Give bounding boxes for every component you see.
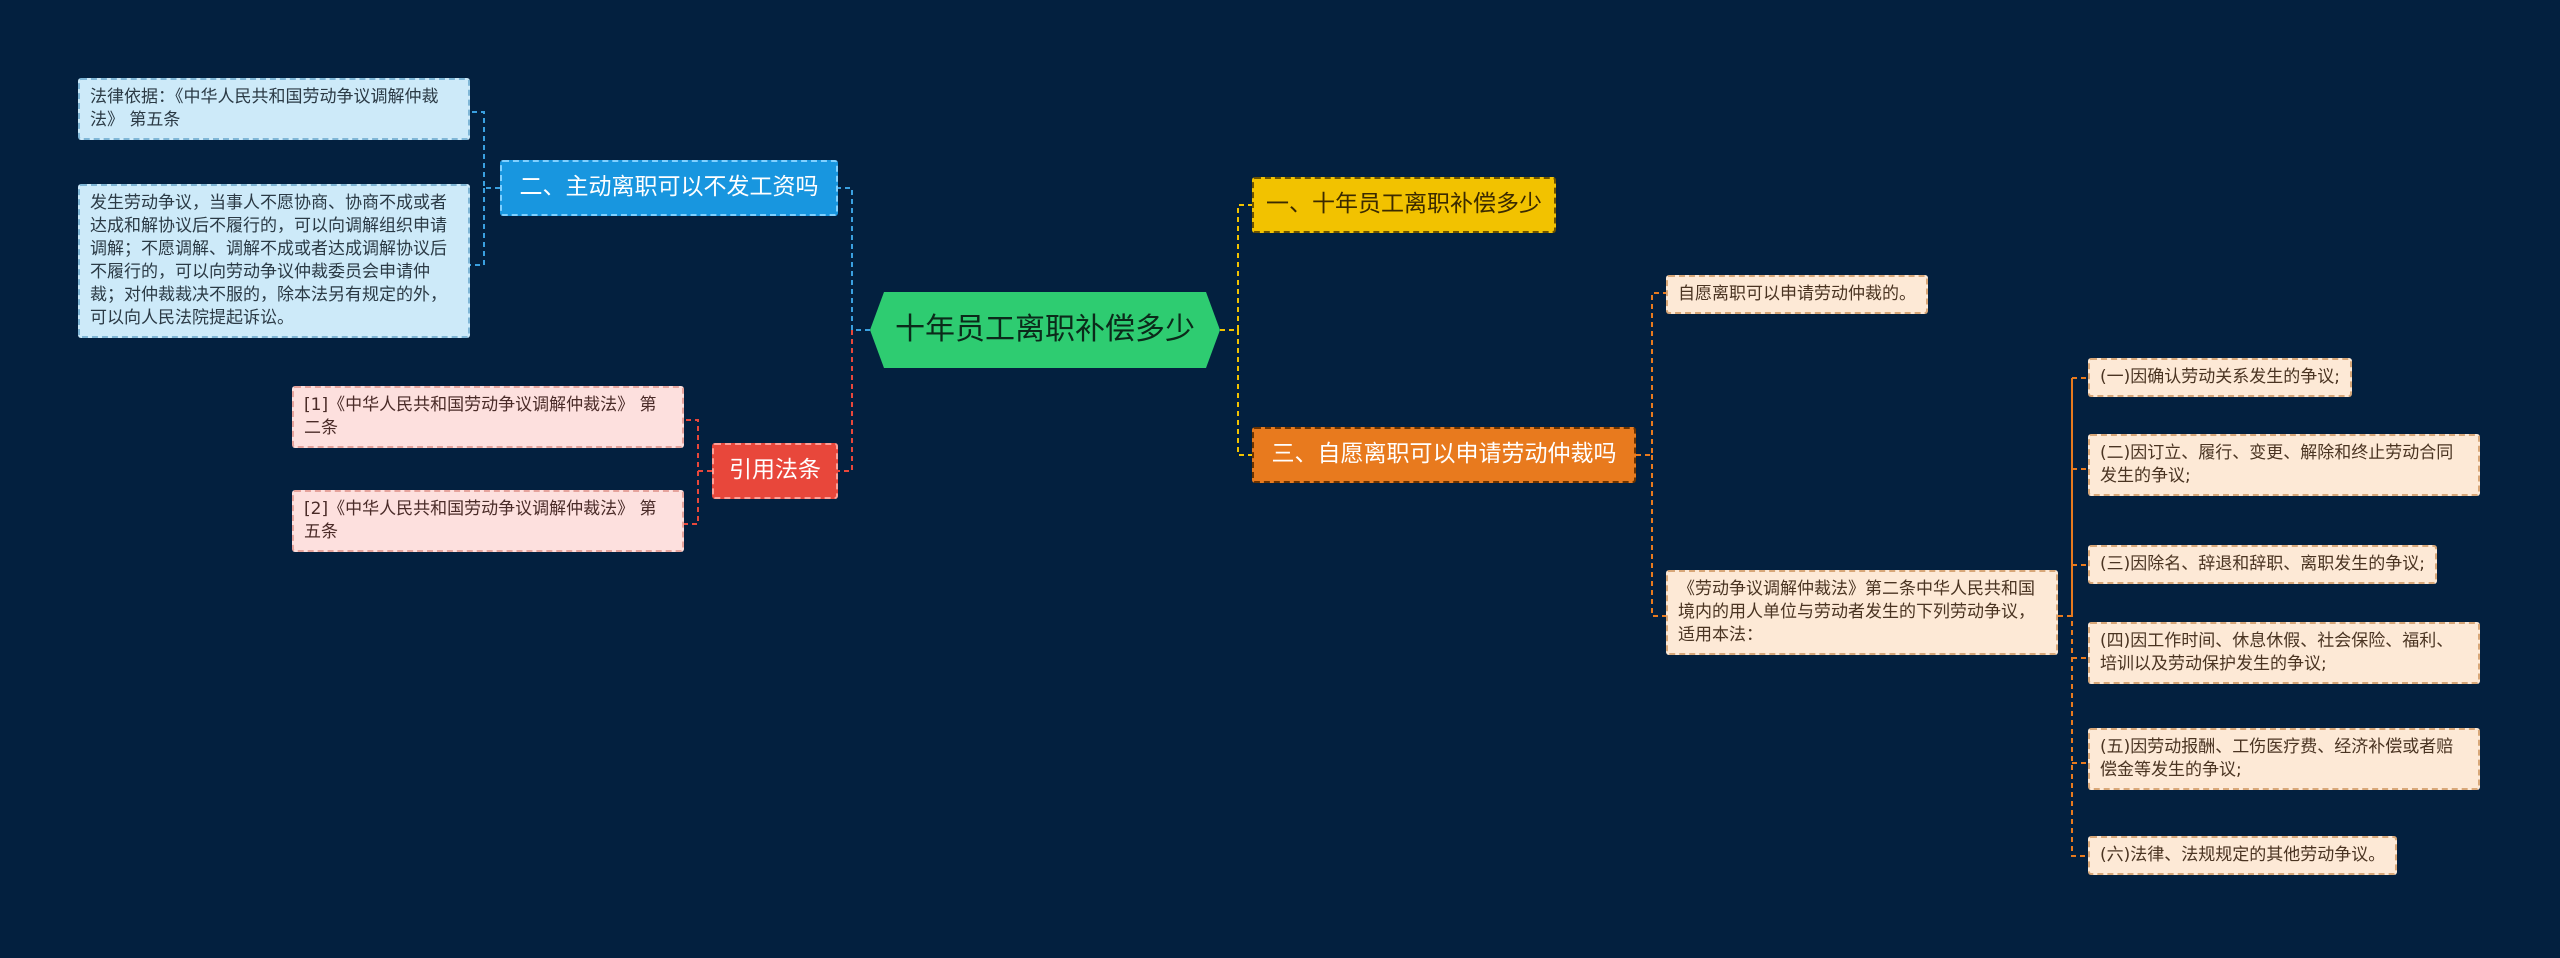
branch-node-1[interactable]: 一、十年员工离职补偿多少 <box>1252 177 1556 233</box>
b2-leaf-2[interactable]: 发生劳动争议，当事人不愿协商、协商不成或者达成和解协议后不履行的，可以向调解组织… <box>78 184 470 338</box>
b2-leaf-2-text: 发生劳动争议，当事人不愿协商、协商不成或者达成和解协议后不履行的，可以向调解组织… <box>90 193 447 328</box>
root-node[interactable]: 十年员工离职补偿多少 <box>870 292 1220 368</box>
link-b4-c2 <box>684 471 699 525</box>
b2-leaf-1[interactable]: 法律依据：《中华人民共和国劳动争议调解仲裁法》 第五条 <box>78 78 470 140</box>
gc-leaf-4-text: (四)因工作时间、休息休假、社会保险、福利、培训以及劳动保护发生的争议; <box>2100 631 2454 674</box>
link-b4-c1 <box>684 419 712 472</box>
link-root-b1 <box>1220 204 1252 331</box>
branch-node-3[interactable]: 三、自愿离职可以申请劳动仲裁吗 <box>1252 427 1636 483</box>
gc-leaf-2-text: (二)因订立、履行、变更、解除和终止劳动合同发生的争议; <box>2100 443 2454 486</box>
b4-leaf-1[interactable]: [1]《中华人民共和国劳动争议调解仲裁法》 第二条 <box>292 386 684 448</box>
gc-leaf-1-text: (一)因确认劳动关系发生的争议; <box>2100 367 2340 387</box>
branch-4-label: 引用法条 <box>729 457 821 484</box>
b2-leaf-1-text: 法律依据：《中华人民共和国劳动争议调解仲裁法》 第五条 <box>90 87 439 130</box>
b3-leaf-2-text: 《劳动争议调解仲裁法》第二条中华人民共和国境内的用人单位与劳动者发生的下列劳动争… <box>1678 579 2035 645</box>
b4-leaf-2-text: [2]《中华人民共和国劳动争议调解仲裁法》 第五条 <box>304 499 657 542</box>
link-b3-c1 <box>1636 292 1666 456</box>
branch-2-label: 二、主动离职可以不发工资吗 <box>519 174 819 201</box>
link-b3-c2 <box>1651 455 1666 617</box>
link-b2-c2 <box>470 188 485 266</box>
branch-3-label: 三、自愿离职可以申请劳动仲裁吗 <box>1271 441 1617 468</box>
link-root-b3 <box>1237 330 1252 456</box>
gc-leaf-6-text: (六)法律、法规规定的其他劳动争议。 <box>2100 845 2386 865</box>
gc-leaf-3-text: (三)因除名、辞退和辞职、离职发生的争议; <box>2100 554 2425 574</box>
gc-leaf-2[interactable]: (二)因订立、履行、变更、解除和终止劳动合同发生的争议; <box>2088 434 2480 496</box>
gc-leaf-4[interactable]: (四)因工作时间、休息休假、社会保险、福利、培训以及劳动保护发生的争议; <box>2088 622 2480 684</box>
b3-leaf-2[interactable]: 《劳动争议调解仲裁法》第二条中华人民共和国境内的用人单位与劳动者发生的下列劳动争… <box>1666 570 2058 655</box>
b3-leaf-1-text: 自愿离职可以申请劳动仲裁的。 <box>1678 284 1916 304</box>
branch-node-4[interactable]: 引用法条 <box>712 443 838 499</box>
link-gc <box>2058 377 2088 617</box>
gc-leaf-6[interactable]: (六)法律、法规规定的其他劳动争议。 <box>2088 836 2398 875</box>
link-b2-c1 <box>470 111 500 189</box>
branch-1-label: 一、十年员工离职补偿多少 <box>1266 191 1542 218</box>
gc-leaf-5-text: (五)因劳动报酬、工伤医疗费、经济补偿或者赔偿金等发生的争议; <box>2100 737 2454 780</box>
gc-leaf-3[interactable]: (三)因除名、辞退和辞职、离职发生的争议; <box>2088 545 2437 584</box>
b4-leaf-1-text: [1]《中华人民共和国劳动争议调解仲裁法》 第二条 <box>304 395 657 438</box>
gc-leaf-5[interactable]: (五)因劳动报酬、工伤医疗费、经济补偿或者赔偿金等发生的争议; <box>2088 728 2480 790</box>
branch-node-2[interactable]: 二、主动离职可以不发工资吗 <box>500 160 838 216</box>
b3-leaf-1[interactable]: 自愿离职可以申请劳动仲裁的。 <box>1666 275 1928 314</box>
root-label: 十年员工离职补偿多少 <box>895 311 1195 347</box>
gc-leaf-1[interactable]: (一)因确认劳动关系发生的争议; <box>2088 358 2352 397</box>
link-root-b2 <box>838 187 870 331</box>
b4-leaf-2[interactable]: [2]《中华人民共和国劳动争议调解仲裁法》 第五条 <box>292 490 684 552</box>
link-root-b4 <box>838 330 853 472</box>
